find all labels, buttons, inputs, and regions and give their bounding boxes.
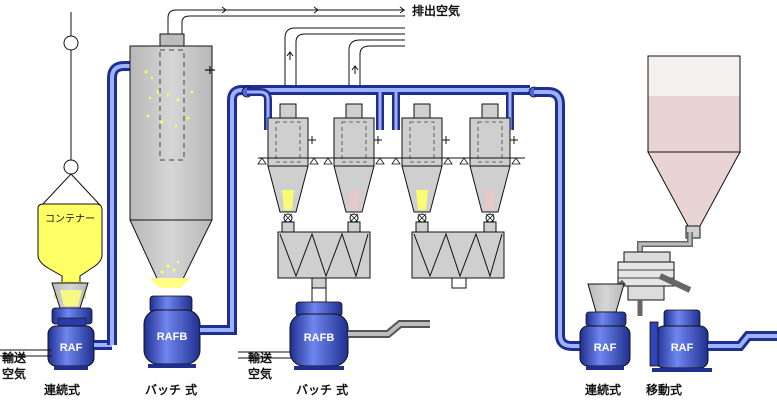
rafb-2-feeder: RAFB [289,287,349,370]
transport-pipe-2 [200,85,590,351]
sifter [606,251,692,316]
transport-pipe-1 [94,61,142,350]
container-hoist [41,12,101,206]
rafb-1-feeder: RAFB [143,295,201,368]
rafb-2-label: RAFB [304,332,335,344]
filter-receivers [257,103,525,233]
transport-air-1-line1: 輸送 [2,350,27,365]
continuous-2-label: 連続式 [585,382,621,397]
raf-2-hopper [587,283,625,313]
exhaust-air-label: 排出空気 [412,3,460,18]
transport-air-2-line2: 空気 [248,366,272,381]
raf-1-label: RAF [60,342,83,354]
transport-air-1-line2: 空気 [2,366,26,381]
raf-1-product [60,290,82,306]
container-label: コンテナー [45,213,95,225]
raf-3-label: RAF [671,342,694,354]
transport-air-2-line1: 輸送 [248,350,273,365]
raf-1-feeder: RAF [47,307,95,370]
transport-pipe-3 [348,320,430,338]
raf-2-label: RAF [594,342,617,354]
filter-receiver [391,103,453,233]
continuous-1-label: 連続式 [44,382,80,397]
rafb-1-label: RAFB [157,331,188,343]
batch-vessel-1 [129,33,215,288]
batch-hopper-3 [411,231,505,289]
raf-3-feeder: RAF [649,309,712,372]
air-inlet-1 [0,349,52,357]
exhaust-air-lines [167,6,405,95]
storage-silo [637,55,741,252]
raf-2-feeder: RAF [579,311,631,370]
transport-pipe-4 [708,331,777,351]
batch-1-label: バッチ 式 [145,382,197,397]
batch-2-label: バッチ 式 [296,382,348,397]
filter-receiver [323,103,385,233]
mobile-label: 移動式 [646,382,682,397]
batch-hopper-2 [277,231,371,289]
